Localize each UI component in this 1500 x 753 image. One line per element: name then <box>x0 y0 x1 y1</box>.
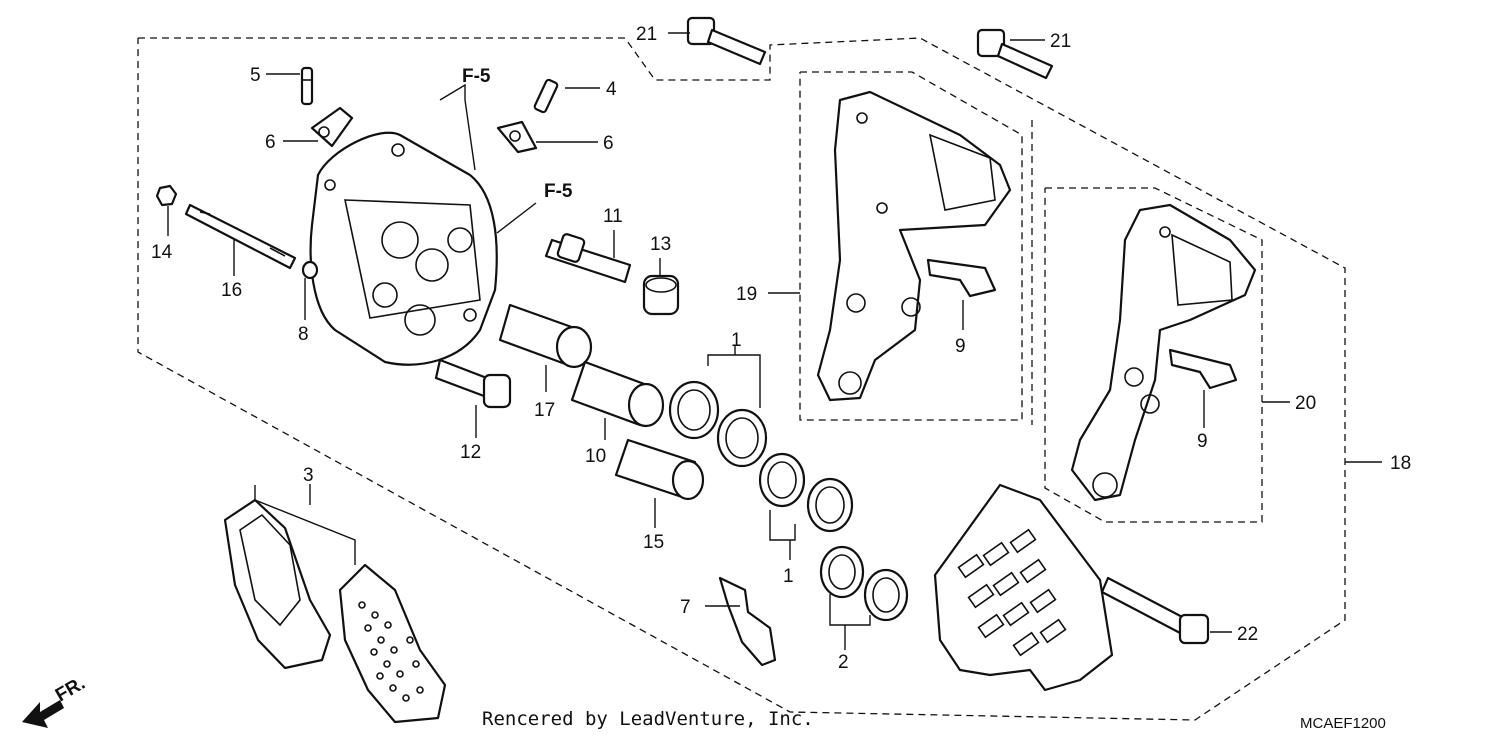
brake-pad-set-3 <box>223 498 447 724</box>
callout-8: 8 <box>298 324 309 345</box>
nut-14 <box>155 184 178 207</box>
callout-17: 17 <box>534 400 555 421</box>
front-arrow-icon <box>22 700 64 728</box>
bracket-boundary-20 <box>1044 187 1263 523</box>
piston-17 <box>498 303 593 369</box>
callout-9-right: 9 <box>1197 431 1208 452</box>
callout-12: 12 <box>460 442 481 463</box>
bleeder-cap-6-left <box>310 106 354 148</box>
callout-6-left: 6 <box>265 132 276 153</box>
callout-16: 16 <box>221 280 242 301</box>
caliper-cover <box>933 483 1114 692</box>
callout-1-bottom: 1 <box>783 566 794 587</box>
callout-14: 14 <box>151 242 173 263</box>
retainer-spring-9-right <box>1168 348 1238 390</box>
plug-13 <box>642 274 680 316</box>
piston-10 <box>570 360 665 428</box>
retainer-spring-9-left <box>926 258 997 298</box>
bracket-20 <box>1070 203 1257 502</box>
washer-8 <box>301 260 319 280</box>
pad-spring-7 <box>718 576 777 667</box>
callout-20: 20 <box>1295 393 1316 414</box>
callout-13: 13 <box>650 234 671 255</box>
callout-9-left: 9 <box>955 336 966 357</box>
seal-set-1-lower <box>758 452 854 533</box>
reference-f5-top: F-5 <box>462 66 491 87</box>
assembly-boundary-18 <box>137 37 1346 721</box>
piston-15 <box>614 438 705 501</box>
seal-set-2 <box>819 545 909 622</box>
bolt-22 <box>1100 576 1210 645</box>
pin-11 <box>544 233 632 284</box>
bleeder-screw-5 <box>300 66 314 106</box>
callout-15: 15 <box>643 532 664 553</box>
bleeder-cap-6-right <box>496 120 538 154</box>
reference-f5-middle: F-5 <box>544 181 573 202</box>
bleeder-screw-4 <box>533 78 559 114</box>
seal-set-1-upper <box>668 380 768 468</box>
callout-3: 3 <box>303 465 314 486</box>
callout-22: 22 <box>1237 624 1258 645</box>
callout-6-right: 6 <box>603 133 614 154</box>
pin-12 <box>434 358 512 409</box>
bolt-21-left <box>686 16 767 66</box>
callout-5: 5 <box>250 65 261 86</box>
callout-10: 10 <box>585 446 606 467</box>
credit-text: Rencered by LeadVenture, Inc. <box>482 708 814 730</box>
callout-2: 2 <box>838 652 849 673</box>
bolt-16 <box>184 203 297 270</box>
callout-labels: 5 6 4 6 21 21 11 13 14 16 8 12 17 10 15 … <box>151 24 1411 673</box>
bracket-19 <box>816 90 1012 402</box>
leader-lines <box>167 32 1382 650</box>
callout-19: 19 <box>736 284 757 305</box>
bolt-21-right <box>976 28 1054 80</box>
callout-18: 18 <box>1390 453 1411 474</box>
callout-21-right: 21 <box>1050 31 1071 52</box>
callout-1-top: 1 <box>731 330 742 351</box>
callout-11: 11 <box>603 206 623 227</box>
caliper-body <box>309 131 498 366</box>
front-direction-label: FR. <box>52 673 89 706</box>
diagram-code: MCAEF1200 <box>1300 715 1386 732</box>
callout-21-left: 21 <box>636 24 657 45</box>
callout-7: 7 <box>680 597 691 618</box>
callout-4: 4 <box>606 79 617 100</box>
